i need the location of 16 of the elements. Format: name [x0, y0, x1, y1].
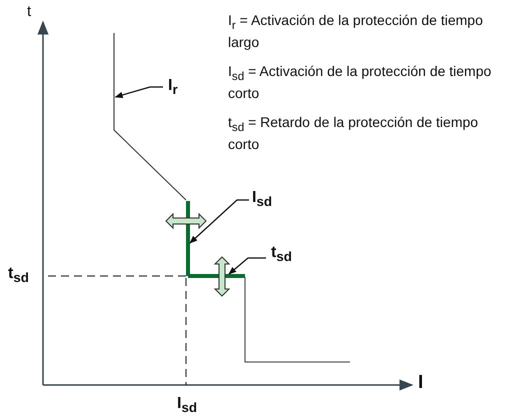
callout-label: I$_{r}$ [168, 77, 178, 98]
leader-line [228, 257, 266, 275]
callout-label: I$_{sd}$ [252, 189, 272, 210]
short-time-curve [186, 201, 190, 276]
trip-curve [114, 32, 186, 200]
short-time-curve [188, 274, 245, 278]
definition-note: I$_{r}$ = Activación de la protección de tiempo largo [228, 12, 484, 51]
definition-note: I$_{sd}$ = Activación de la protección de tiempo corto [228, 63, 492, 102]
axis-value-label: t$_{sd}$ [8, 265, 29, 286]
leader-line [114, 86, 163, 98]
axis-label: I [418, 374, 424, 391]
axis-label: t [27, 3, 32, 20]
axis-value-label: I$_{sd}$ [177, 395, 198, 415]
leader-line [189, 199, 249, 244]
callout-label: t$_{sd}$ [271, 244, 292, 266]
definition-note: t$_{sd}$ = Retardo de la protección de tiempo corto [228, 114, 480, 153]
